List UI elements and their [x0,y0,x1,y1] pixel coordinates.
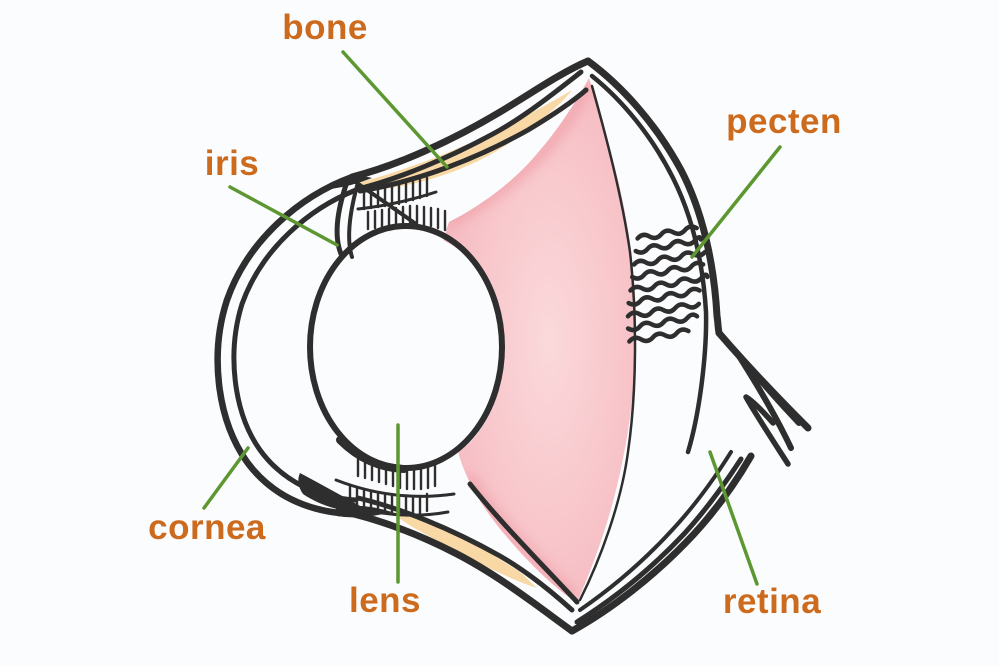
label-pecten: pecten [726,102,842,141]
leader-line-bone [341,50,449,169]
sclera-wall [348,57,755,635]
ciliary-hatching [298,176,456,517]
label-lens: lens [348,581,422,620]
cornea-arcs [214,173,392,518]
label-bone: bone [282,8,368,47]
leader-line-retina [708,450,759,586]
leader-line-iris [228,185,339,247]
leader-line-cornea [202,446,250,510]
lens-shape [307,223,505,473]
pecten-structure [625,224,710,344]
retina-lining [467,84,637,605]
leader-lines [202,50,782,586]
label-retina: retina [722,582,822,621]
leader-line-pecten [690,145,782,259]
optic-nerve [715,329,812,467]
label-cornea: cornea [148,508,266,547]
bone-ossicle-bottom [390,511,537,588]
label-iris: iris [204,144,260,183]
